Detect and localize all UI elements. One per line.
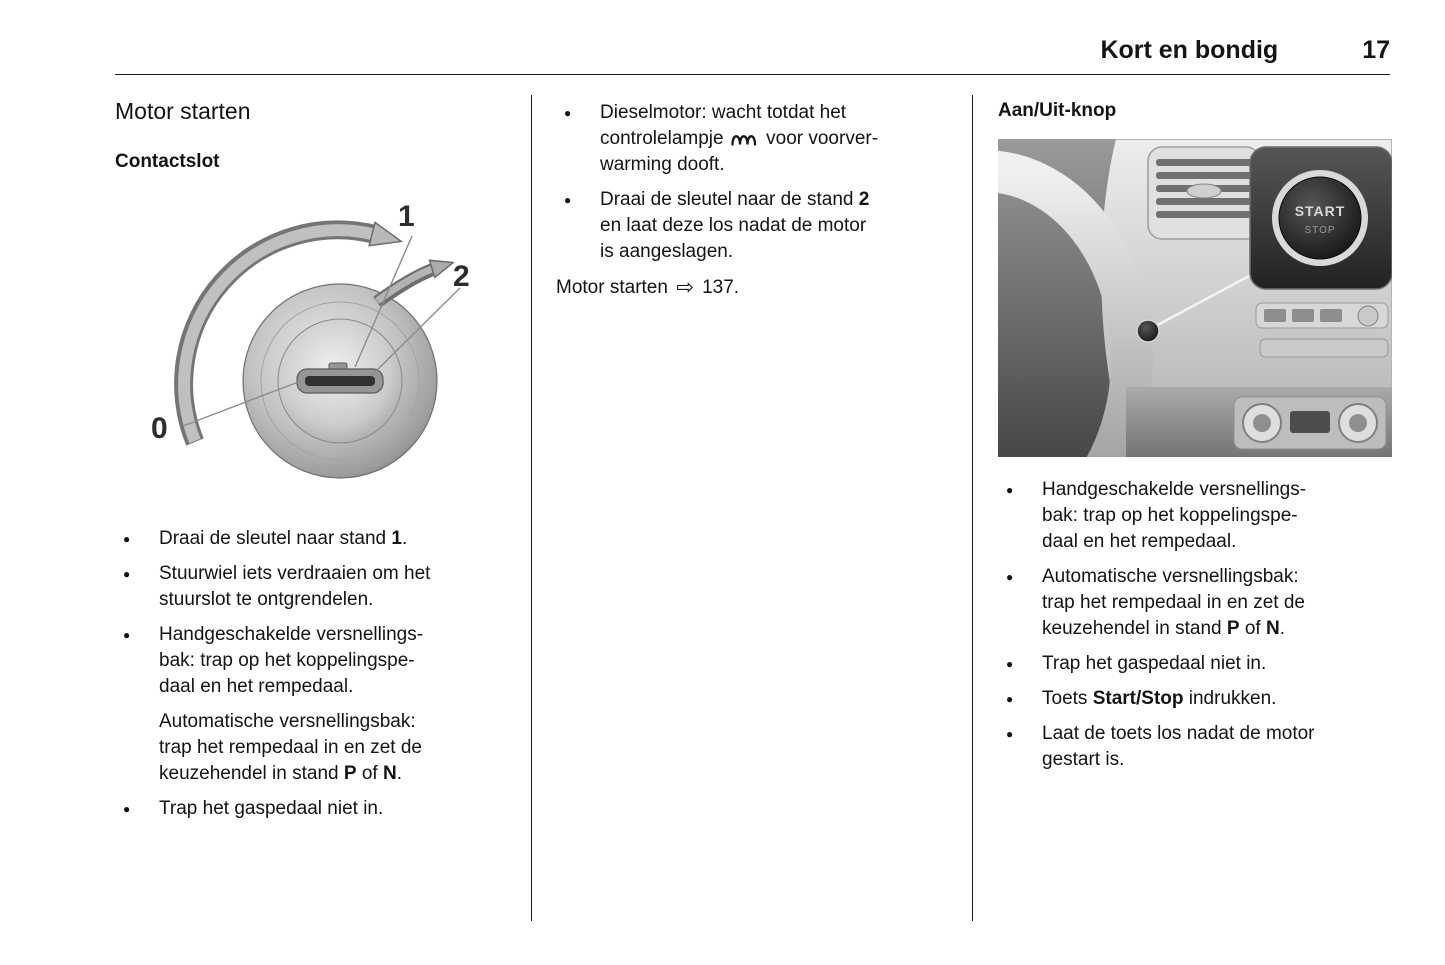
bullet-text: of xyxy=(356,763,383,784)
bullet-text: . xyxy=(1279,618,1285,639)
bullet-text: Start/Stop xyxy=(1092,688,1184,709)
key-slot xyxy=(296,362,384,394)
bullet-list: Dieselmotor: wacht totdat het controlela… xyxy=(556,100,948,178)
list-item: Trap het gaspedaal niet in. xyxy=(998,651,1392,677)
bullet-text: 2 xyxy=(858,189,870,210)
control-strip xyxy=(1255,302,1389,358)
air-vent xyxy=(1147,146,1261,240)
bullet-text: voor voorver- warming dooft. xyxy=(600,128,879,175)
bullet-list: Draai de sleutel naar de stand 2 en laat… xyxy=(556,187,948,265)
bullet-text: N xyxy=(1265,618,1280,639)
cross-reference-label: Motor starten xyxy=(556,277,674,298)
subsection-heading: Aan/Uit-knop xyxy=(998,100,1117,121)
column-middle: Dieselmotor: wacht totdat het controlela… xyxy=(556,95,948,301)
bullet-text: Trap het gaspedaal niet in. xyxy=(1042,653,1267,674)
list-item: Automatische versnellingsbak: trap het r… xyxy=(998,564,1392,642)
bullet-text: indrukken. xyxy=(1183,688,1277,709)
bullet-text: 1 xyxy=(391,528,402,549)
subsection-heading: Contactslot xyxy=(115,151,220,172)
bullet-list: Draai de sleutel naar stand 1. Stuurwiel … xyxy=(115,526,510,822)
turn-arrow-large xyxy=(174,220,377,446)
list-item: Dieselmotor: wacht totdat het controlela… xyxy=(556,100,948,178)
bullet-text: of xyxy=(1239,618,1266,639)
bullet-text: Automatische versnellingsbak: trap het r… xyxy=(159,711,423,784)
page-header: Kort en bondig 17 xyxy=(115,36,1390,65)
bullet-text: Automatische versnellingsbak: trap het r… xyxy=(1042,566,1306,639)
list-item: Toets Start/Stop indrukken. xyxy=(998,686,1392,712)
list-item: Stuurwiel iets verdraaien om het stuursl… xyxy=(115,561,510,613)
turn-arrow-small xyxy=(373,268,437,308)
bullet-text: . xyxy=(401,528,408,549)
chapter-title: Kort en bondig xyxy=(1100,36,1279,64)
cross-reference: Motor starten ⇨ 137. xyxy=(556,274,948,301)
bullet-text: Draai de sleutel naar stand xyxy=(159,528,392,549)
start-label: START xyxy=(1295,203,1346,219)
glow-plug-indicator-icon xyxy=(731,135,756,146)
position-label-1: 1 xyxy=(398,200,415,233)
start-stop-dashboard-figure: START STOP xyxy=(815,139,1393,568)
bullet-text: Handgeschakelde versnellings- bak: trap … xyxy=(159,624,424,697)
bullet-text: . xyxy=(396,763,402,784)
stop-label: STOP xyxy=(1304,225,1335,236)
column-right: Aan/Uit-knop xyxy=(815,95,1393,782)
list-item: Trap het gaspedaal niet in. xyxy=(115,796,510,822)
start-stop-button xyxy=(1278,176,1362,260)
list-item: Laat de toets los nadat de motor gestart… xyxy=(998,721,1392,773)
ignition-lock-illustration: 1 2 0 xyxy=(151,200,470,479)
bullet-text: P xyxy=(1226,618,1240,639)
bullet-text: Stuurwiel iets verdraaien om het stuursl… xyxy=(159,563,431,610)
header-rule xyxy=(115,74,1390,75)
pointer-line-2 xyxy=(370,287,461,377)
pointer-line-0 xyxy=(182,380,302,427)
column-left: Motor starten Contactslot xyxy=(115,95,510,831)
bullet-text: Toets xyxy=(1042,688,1093,709)
dashboard-illustration: START STOP xyxy=(815,139,1393,568)
bullet-text: Draai de sleutel naar de stand xyxy=(600,189,859,210)
list-item: Handgeschakelde versnellings- bak: trap … xyxy=(115,622,510,700)
list-item: Draai de sleutel naar de stand 2 en laat… xyxy=(556,187,948,265)
reference-arrow-icon: ⇨ xyxy=(676,276,694,299)
column-divider-left xyxy=(531,95,532,921)
list-item: Draai de sleutel naar stand 1. xyxy=(115,526,510,552)
dash-start-button xyxy=(1136,319,1160,343)
position-label-0: 0 xyxy=(151,412,168,445)
position-label-2: 2 xyxy=(453,260,470,293)
bullet-list: Handgeschakelde versnellings- bak: trap … xyxy=(998,477,1392,773)
bullet-text: Handgeschakelde versnellings- bak: trap … xyxy=(1042,479,1307,552)
bullet-text: Dieselmotor: wacht totdat het controlela… xyxy=(600,102,847,149)
section-heading: Motor starten xyxy=(115,98,251,124)
list-item: Automatische versnellingsbak: trap het r… xyxy=(115,709,510,787)
column-divider-right xyxy=(972,95,973,921)
page-number: 17 xyxy=(1362,36,1390,64)
start-stop-panel: START STOP xyxy=(1249,146,1393,290)
pointer-line-1 xyxy=(354,235,413,368)
bullet-text: Trap het gaspedaal niet in. xyxy=(159,798,384,819)
climate-controls xyxy=(1233,396,1387,450)
bullet-text: Laat de toets los nadat de motor gestart… xyxy=(1042,723,1315,770)
list-item: Handgeschakelde versnellings- bak: trap … xyxy=(998,477,1392,555)
cross-reference-page: 137. xyxy=(696,277,740,298)
ignition-lock-figure: 1 2 0 xyxy=(115,188,510,506)
bullet-text: en laat deze los nadat de motor is aange… xyxy=(600,215,867,262)
bullet-text: N xyxy=(382,763,397,784)
bullet-text: P xyxy=(343,763,357,784)
